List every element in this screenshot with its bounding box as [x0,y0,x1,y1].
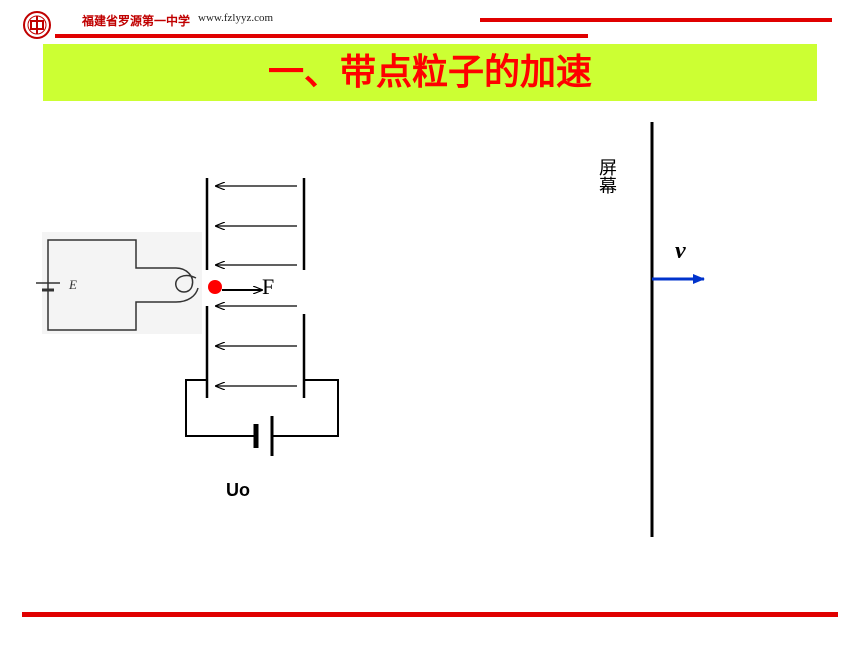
source-label: E [69,277,77,292]
header-divider-left [55,34,588,38]
school-logo-icon [23,11,51,39]
voltage-wire-left [185,379,256,437]
header-divider-right [480,18,832,22]
header: 福建省罗源第一中学 www.fzlyyz.com [0,0,860,40]
filament-lead [175,287,199,303]
velocity-label: v [675,238,686,264]
voltage-circuit [185,379,339,456]
force-label: F [262,274,275,299]
circuit-background [42,232,202,334]
footer-divider [22,612,838,617]
school-name: 福建省罗源第一中学 [82,14,191,28]
source-circuit [36,232,202,334]
screen-label: 屏幕 [596,158,617,194]
circuit-wire-bottom [47,287,176,331]
title-bar: 一、带点粒子的加速 [43,44,817,101]
school-url: www.fzlyyz.com [198,12,274,24]
filament-loop [175,267,197,293]
charged-particle [208,280,222,294]
slide-title: 一、带点粒子的加速 [267,52,592,93]
voltage-wire-right [272,379,339,437]
circuit-wire-top [47,239,176,287]
voltage-label: Uo [226,480,250,500]
